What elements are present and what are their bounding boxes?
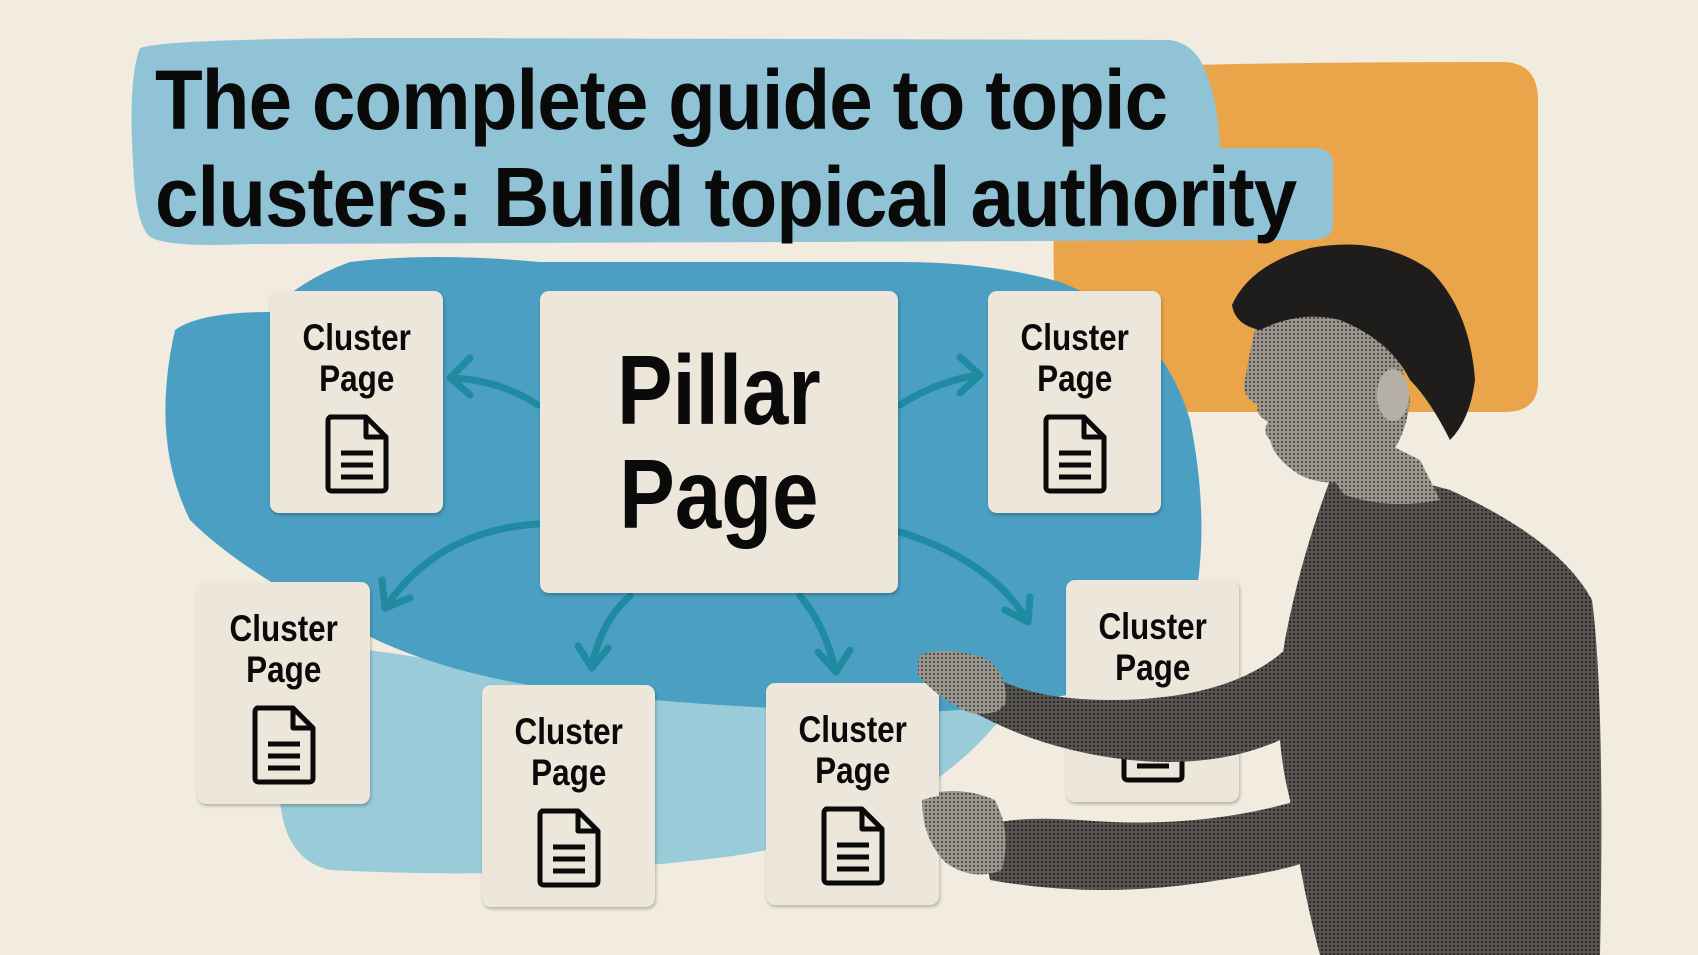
person-arm-upper bbox=[970, 640, 1300, 762]
page-title: The complete guide to topic clusters: Bu… bbox=[155, 52, 1297, 246]
document-icon bbox=[537, 808, 600, 888]
title-line-2: clusters: Build topical authority bbox=[155, 150, 1297, 244]
title-blob bbox=[131, 38, 1333, 245]
document-icon bbox=[1043, 414, 1106, 494]
arrow-to-bottom-center bbox=[796, 592, 839, 674]
person-hair bbox=[1232, 244, 1475, 440]
document-icon bbox=[325, 414, 388, 494]
person-face bbox=[1243, 307, 1410, 483]
pillar-line-1: Pillar bbox=[617, 335, 821, 445]
arrow-to-bottom-left bbox=[588, 592, 634, 669]
arrow-to-middle-right bbox=[896, 528, 1031, 624]
title-line-1: The complete guide to topic bbox=[155, 53, 1168, 147]
person-ear bbox=[1377, 369, 1409, 421]
pillar-page-label: Pillar Page bbox=[617, 338, 821, 546]
pillar-line-2: Page bbox=[619, 439, 819, 549]
arrow-to-middle-left bbox=[383, 520, 542, 609]
arrow-to-top-right bbox=[896, 371, 982, 409]
pillar-page-card: Pillar Page bbox=[540, 291, 898, 593]
arrow-to-top-left bbox=[448, 374, 542, 409]
document-icon bbox=[252, 705, 315, 785]
document-icon bbox=[821, 806, 884, 886]
person-torso bbox=[1278, 476, 1602, 955]
person-arm-lower bbox=[980, 800, 1310, 890]
